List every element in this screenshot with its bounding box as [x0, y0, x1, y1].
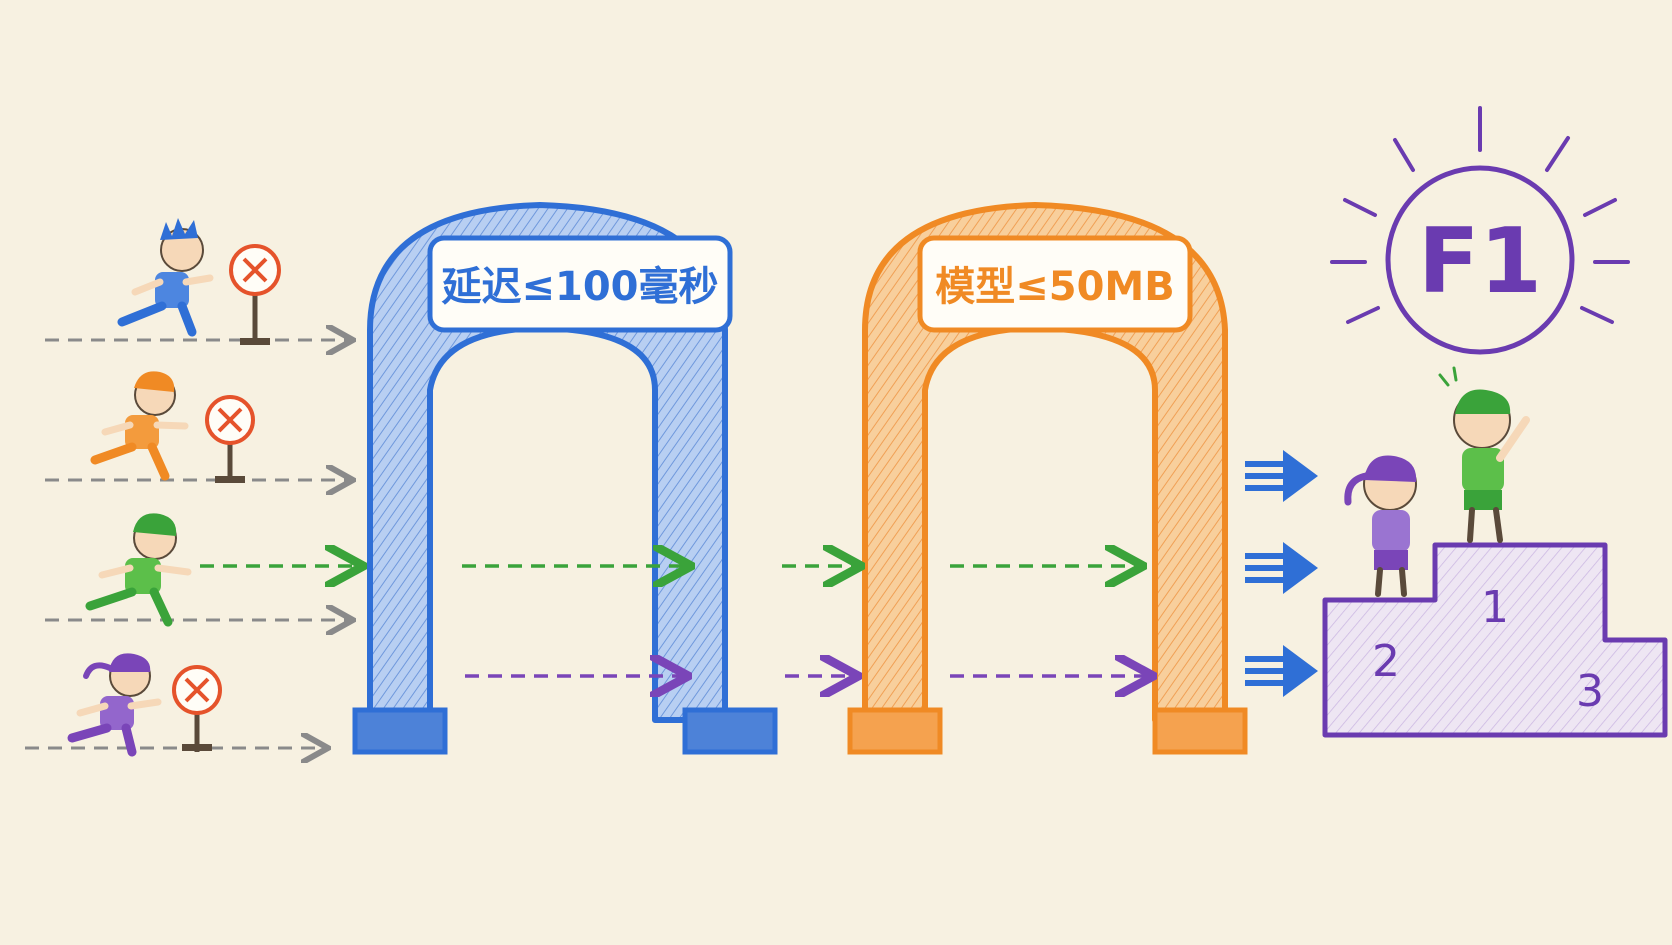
stop-sign-3 [172, 665, 222, 752]
podium-first: 1 [1481, 582, 1509, 633]
gate-latency: 延迟≤100毫秒 [352, 202, 778, 755]
arrow-right-icon [1245, 542, 1318, 594]
runner-orange [90, 371, 189, 481]
arrow-right-icon [1245, 450, 1318, 502]
gate-latency-label: 延迟≤100毫秒 [441, 264, 718, 310]
podium: 1 2 3 [1322, 542, 1668, 738]
podium-third: 3 [1576, 666, 1604, 717]
gate-model-size-sign [917, 235, 1193, 333]
podium-arrows [1245, 450, 1318, 697]
f1-badge: F1 [1330, 106, 1630, 355]
runner-green [85, 513, 192, 627]
runner-purple [67, 653, 162, 757]
gate-latency-sign [427, 235, 733, 333]
stop-sign-1 [229, 244, 281, 345]
stop-sign-2 [205, 395, 255, 483]
gate-model-size-label: 模型≤50MB [935, 264, 1174, 310]
podium-second: 2 [1372, 636, 1400, 687]
winner-purple [1344, 455, 1417, 597]
lanes [25, 340, 1150, 748]
gate-model-size: 模型≤50MB [847, 202, 1248, 755]
runner-blue [117, 218, 214, 337]
winner-green [1438, 366, 1530, 543]
arrow-right-icon [1245, 645, 1318, 697]
f1-label: F1 [1418, 209, 1542, 314]
